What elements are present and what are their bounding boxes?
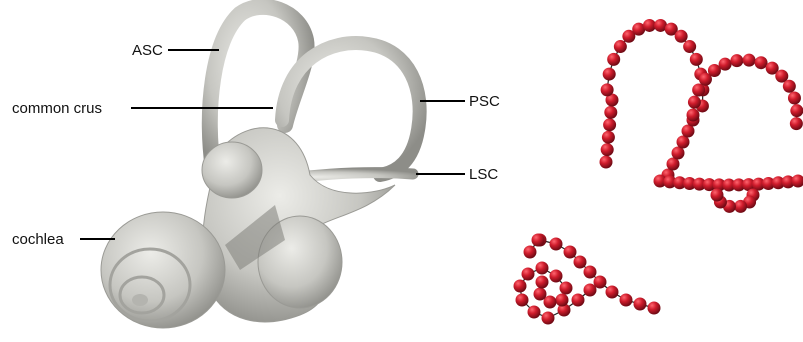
upper-bead bbox=[614, 40, 627, 53]
lower-bead bbox=[524, 246, 537, 259]
upper-bead bbox=[601, 143, 614, 156]
upper-bead bbox=[783, 80, 796, 93]
bead-model-lower bbox=[514, 234, 661, 325]
upper-bead bbox=[602, 131, 615, 144]
lower-bead bbox=[536, 262, 549, 275]
upper-bead bbox=[603, 68, 616, 81]
lower-bead bbox=[534, 288, 547, 301]
upper-bead bbox=[675, 30, 688, 43]
lower-bead bbox=[584, 266, 597, 279]
upper-bead bbox=[603, 118, 616, 131]
psc-label: PSC bbox=[469, 93, 500, 111]
upper-bead bbox=[690, 53, 703, 66]
common-crus-label: common crus bbox=[12, 100, 102, 118]
lsc-label: LSC bbox=[469, 166, 498, 184]
lower-bead bbox=[550, 238, 563, 251]
upper-bead bbox=[719, 58, 732, 71]
cochlea-outer bbox=[101, 212, 225, 328]
lower-bead bbox=[584, 284, 597, 297]
lower-bead bbox=[522, 268, 535, 281]
upper-bead bbox=[601, 83, 614, 96]
lower-bead bbox=[532, 234, 545, 247]
bead-model-upper bbox=[600, 19, 803, 213]
upper-bead bbox=[730, 54, 743, 67]
upper-bead bbox=[788, 92, 801, 105]
lower-bead bbox=[550, 270, 563, 283]
upper-bead bbox=[604, 106, 617, 119]
lower-bead bbox=[528, 306, 541, 319]
upper-bead bbox=[692, 84, 705, 97]
upper-bead bbox=[688, 96, 701, 109]
lower-bead bbox=[564, 246, 577, 259]
upper-bead bbox=[607, 53, 620, 66]
asc-label: ASC bbox=[132, 42, 163, 60]
upper-bead bbox=[687, 109, 700, 122]
lower-bead bbox=[634, 298, 647, 311]
lower-bead bbox=[572, 294, 585, 307]
lower-bead bbox=[606, 286, 619, 299]
upper-bead bbox=[683, 40, 696, 53]
lower-bead bbox=[648, 302, 661, 315]
lower-bead bbox=[536, 276, 549, 289]
lower-bead bbox=[516, 294, 529, 307]
upper-bead bbox=[711, 189, 724, 202]
lower-bead bbox=[560, 282, 573, 295]
lower-bead bbox=[542, 312, 555, 325]
upper-bead bbox=[790, 104, 803, 117]
upper-bead bbox=[734, 200, 747, 213]
lower-bead bbox=[556, 294, 569, 307]
lower-bead bbox=[574, 256, 587, 269]
upper-bead bbox=[755, 56, 768, 69]
upper-bead bbox=[743, 54, 756, 67]
cochlea-label: cochlea bbox=[12, 231, 64, 249]
upper-bead bbox=[790, 117, 803, 130]
upper-bead bbox=[600, 156, 613, 169]
lower-bead bbox=[620, 294, 633, 307]
lower-bead bbox=[514, 280, 527, 293]
